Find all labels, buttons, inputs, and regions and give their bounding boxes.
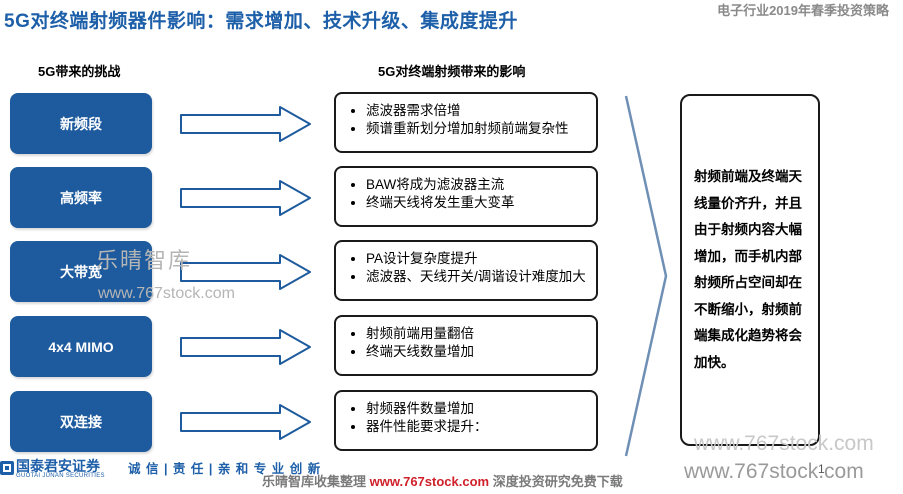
page-title: 5G对终端射频器件影响：需求增加、技术升级、集成度提升 xyxy=(4,11,518,32)
impact-box: PA设计复杂度提升 滤波器、天线开关/调谐设计难度加大 xyxy=(334,240,598,301)
page-number: 1 xyxy=(818,462,825,476)
right-arrow-icon xyxy=(180,106,311,142)
right-arrow-icon xyxy=(180,329,311,365)
challenge-box: 大带宽 xyxy=(10,241,152,302)
impact-box: 滤波器需求倍增 频谱重新划分增加射频前端复杂性 xyxy=(334,92,598,153)
impact-item: 频谱重新划分增加射频前端复杂性 xyxy=(366,120,588,138)
impact-item: 射频前端用量翻倍 xyxy=(366,325,588,343)
impact-item: BAW将成为滤波器主流 xyxy=(366,176,588,194)
chevron-right-icon xyxy=(624,95,668,457)
right-arrow-icon xyxy=(180,180,311,216)
challenge-box: 4x4 MIMO xyxy=(10,316,152,377)
challenge-label: 大带宽 xyxy=(60,263,102,280)
impact-item: 终端天线将发生重大变革 xyxy=(366,194,588,212)
challenges-heading: 5G带来的挑战 xyxy=(38,64,121,79)
watermark-url: www.767stock.com xyxy=(694,432,874,455)
impact-item: 射频器件数量增加 xyxy=(366,400,588,418)
conclusion-box: 射频前端及终端天线量价齐升，并且由于射频内容大幅增加，而手机内部射频所占空间却在… xyxy=(680,94,820,446)
report-tag: 电子行业2019年春季投资策略 xyxy=(717,3,889,18)
impact-item: 器件性能要求提升： xyxy=(366,418,588,436)
footer-note-url: www.767stock.com xyxy=(369,474,490,489)
watermark-url: www.767stock.com xyxy=(98,285,235,302)
footer-note-prefix: 乐晴智库收集整理 xyxy=(262,474,370,489)
challenge-label: 高频率 xyxy=(60,189,102,206)
watermark-url: www.767stock.com xyxy=(684,460,864,483)
footer-brand: 国泰君安证券 xyxy=(16,458,100,474)
footer-brand-en: GUOTAI JUNAN SECURITIES xyxy=(16,473,105,479)
impact-box: 射频器件数量增加 器件性能要求提升： xyxy=(334,390,598,451)
challenge-label: 新频段 xyxy=(60,115,102,132)
company-logo-icon xyxy=(0,461,14,475)
impact-box: 射频前端用量翻倍 终端天线数量增加 xyxy=(334,315,598,376)
impact-item: 滤波器、天线开关/调谐设计难度加大 xyxy=(366,268,588,286)
challenge-box: 双连接 xyxy=(10,391,152,452)
conclusion-text: 射频前端及终端天线量价齐升，并且由于射频内容大幅增加，而手机内部射频所占空间却在… xyxy=(694,169,802,370)
footer-note-suffix: 深度投资研究免费下载 xyxy=(489,474,623,489)
challenge-box: 高频率 xyxy=(10,167,152,228)
watermark-cn: 乐晴智库 xyxy=(96,248,193,273)
impact-item: 终端天线数量增加 xyxy=(366,343,588,361)
challenge-label: 双连接 xyxy=(60,413,102,430)
challenge-box: 新频段 xyxy=(10,93,152,154)
impact-item: PA设计复杂度提升 xyxy=(366,250,588,268)
impact-item: 滤波器需求倍增 xyxy=(366,102,588,120)
right-arrow-icon xyxy=(180,404,311,440)
right-arrow-icon xyxy=(180,254,311,290)
footer-motto: 诚 信 | 责 任 | 亲 和 专 业 创 新 xyxy=(128,462,322,476)
challenge-label: 4x4 MIMO xyxy=(48,338,114,355)
impact-box: BAW将成为滤波器主流 终端天线将发生重大变革 xyxy=(334,166,598,227)
footer-note: 乐晴智库收集整理 www.767stock.com 深度投资研究免费下载 xyxy=(262,471,623,490)
impacts-heading: 5G对终端射频带来的影响 xyxy=(378,64,526,79)
